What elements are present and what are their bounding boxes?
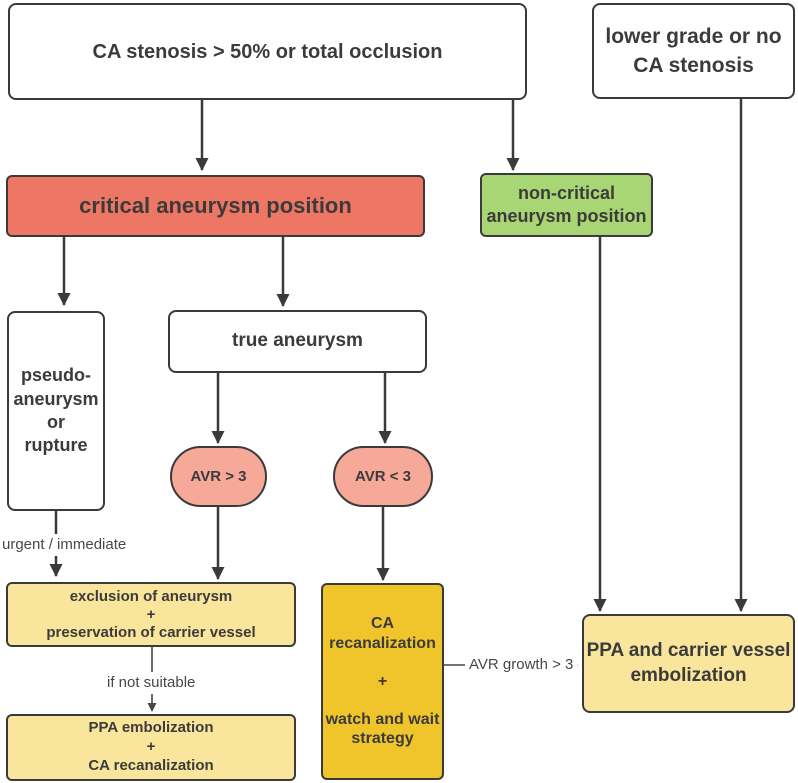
edge-label-avr-growth: AVR growth > 3 — [465, 654, 578, 676]
node-ppa-carrier-embolization: PPA and carrier vessel embolization — [582, 614, 795, 713]
node-pseudo-aneurysm: pseudo- aneurysm or rupture — [7, 311, 105, 511]
node-ppa-embolization: PPA embolization + CA recanalization — [6, 714, 296, 781]
node-true-aneurysm: true aneurysm — [168, 310, 427, 373]
node-avr-gt-3: AVR > 3 — [170, 446, 267, 507]
node-noncritical-position: non-critical aneurysm position — [480, 173, 653, 237]
node-avr-lt-3: AVR < 3 — [333, 446, 433, 507]
edge-label-if-not-suitable: if not suitable — [103, 672, 200, 694]
node-exclusion-of-aneurysm: exclusion of aneurysm + preservation of … — [6, 582, 296, 647]
edge-label-urgent-immediate: urgent / immediate — [0, 534, 131, 556]
node-lower-grade: lower grade or no CA stenosis — [592, 3, 795, 99]
node-critical-position: critical aneurysm position — [6, 175, 425, 237]
node-ca-stenosis: CA stenosis > 50% or total occlusion — [8, 3, 527, 100]
node-ca-recanalization: CA recanalization + watch and wait strat… — [321, 583, 444, 780]
